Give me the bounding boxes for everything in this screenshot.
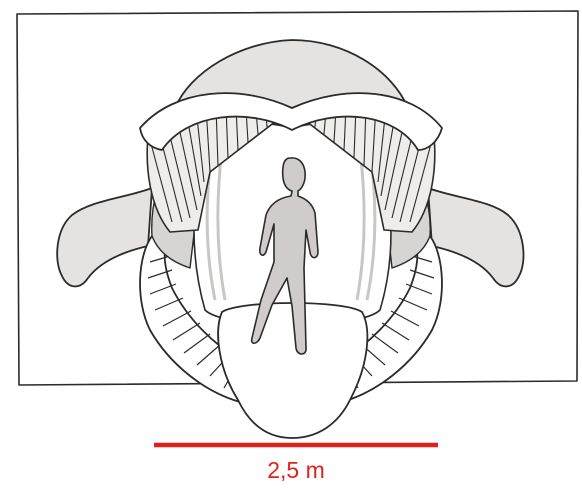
tongue [218, 303, 367, 438]
scale-bar-label: 2,5 m [267, 457, 325, 483]
